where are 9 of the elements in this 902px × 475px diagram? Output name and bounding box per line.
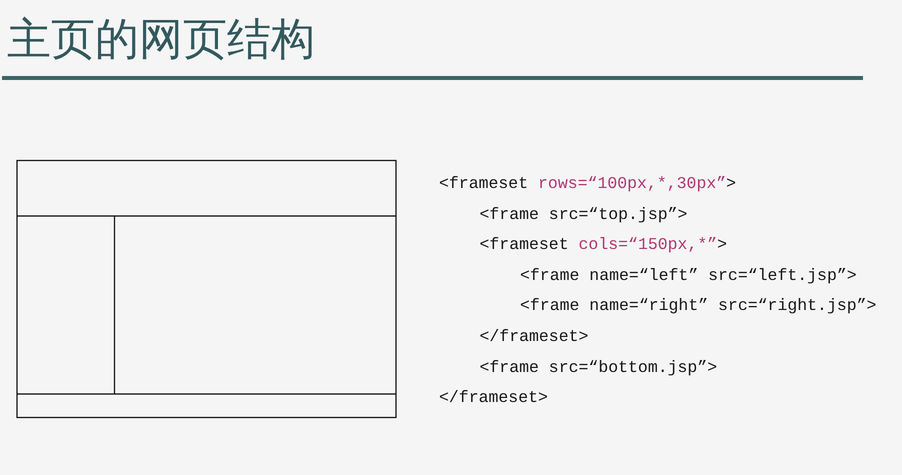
code-line: </frameset>	[439, 388, 548, 408]
code-line: <frame src=“top.jsp”>	[480, 204, 688, 225]
code-line: <frameset cols=“150px,*”>	[480, 235, 728, 256]
code-line: <frame name=“left” src=“left.jsp”>	[520, 266, 857, 286]
code-line: <frame name=“right” src=“right.jsp”>	[520, 296, 876, 316]
slide-title: 主页的网页结构	[7, 14, 315, 66]
code-line: <frameset rows=“100px,*,30px”>	[439, 174, 736, 194]
code-line: <frame src=“bottom.jsp”>	[480, 358, 718, 378]
code-line: </frameset>	[480, 327, 588, 347]
